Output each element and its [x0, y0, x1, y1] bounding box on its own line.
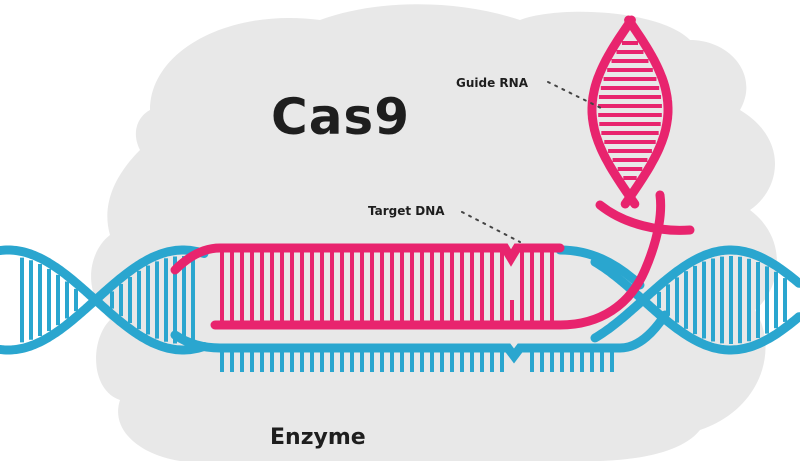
dna-bottom-strand: [170, 310, 670, 364]
guide-rna-tail: [595, 200, 695, 235]
guide-rna-strand-a: [620, 15, 673, 209]
dna-left-strand-a: [0, 245, 209, 355]
guide-rna-strand: [170, 15, 695, 330]
dna-right-strand-b: [590, 257, 800, 355]
target-dna-label: Target DNA: [368, 204, 445, 218]
guide-rna-leader: [547, 81, 606, 111]
enzyme-label: Enzyme: [270, 425, 366, 450]
rna-bottom-strand: [210, 190, 666, 330]
dna-top-strand-right: [555, 245, 645, 290]
rna-top-strand: [170, 243, 565, 275]
dna-right-strand-a: [590, 245, 800, 343]
guide-rna-strand-b: [587, 15, 640, 209]
dna-double-helix: [0, 245, 800, 372]
target-dna-leader: [461, 211, 521, 243]
dna-left-strand-b: [0, 245, 209, 355]
guide-rna-label: Guide RNA: [456, 76, 528, 90]
cas9-title: Cas9: [271, 88, 410, 146]
